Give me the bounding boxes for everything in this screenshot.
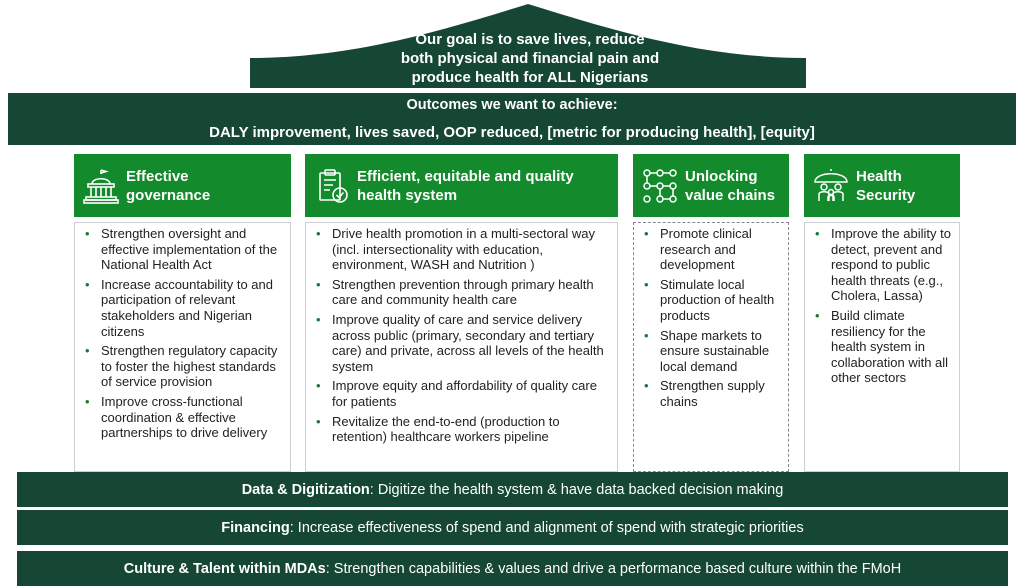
pillar-title-line: Health (856, 167, 902, 185)
enabler-data-digitization: Data & Digitization: Digitize the health… (17, 472, 1008, 507)
list-item: Increase accountability to and participa… (81, 277, 286, 339)
pillar-title-line: Unlocking (685, 167, 758, 185)
list-item: Shape markets to ensure sustainable loca… (640, 328, 784, 375)
outcomes-title: Outcomes we want to achieve: (406, 97, 618, 113)
enabler-label: Data & Digitization (241, 481, 370, 498)
outcomes-band: Outcomes we want to achieve: DALY improv… (8, 93, 1016, 145)
pillar-health-system-header: Efficient, equitable and quality health … (305, 154, 618, 217)
goal-roof (250, 4, 806, 88)
list-item: Improve the ability to detect, prevent a… (811, 226, 955, 304)
government-building-icon (82, 167, 120, 205)
list-item: Build climate resiliency for the health … (811, 308, 955, 386)
pillar-title-line: health system (357, 186, 458, 204)
clipboard-check-icon (313, 167, 351, 205)
enabler-label: Financing (221, 519, 290, 536)
pillar-health-security-header: Health Security (804, 154, 960, 217)
enabler-text: : Increase effectiveness of spend and al… (289, 519, 804, 536)
list-item: Stimulate local production of health pro… (640, 277, 784, 324)
people-umbrella-icon (812, 167, 850, 205)
pillar-value-chains-title: Unlocking value chains (685, 167, 775, 205)
goal-statement: Our goal is to save lives, reduce both p… (330, 30, 730, 87)
enabler-financing: Financing: Increase effectiveness of spe… (17, 510, 1008, 545)
list-item: Improve quality of care and service deli… (312, 312, 613, 374)
list-item: Drive health promotion in a multi-sector… (312, 226, 613, 273)
outcomes-text: DALY improvement, lives saved, OOP reduc… (209, 124, 815, 141)
pillar-health-system-title: Efficient, equitable and quality health … (357, 167, 574, 205)
pillar-governance-body: Strengthen oversight and effective imple… (74, 222, 291, 472)
list-item: Strengthen prevention through primary he… (312, 277, 613, 308)
enabler-label: Culture & Talent within MDAs (123, 560, 326, 577)
list-item: Improve cross-functional coordination & … (81, 394, 286, 441)
goal-line-3: produce health for ALL Nigerians (411, 69, 649, 86)
pillar-governance-title: Effective governance (126, 167, 210, 205)
pillar-value-chains-body: Promote clinical research and developmen… (633, 222, 789, 472)
pillar-health-system-body: Drive health promotion in a multi-sector… (305, 222, 618, 472)
list-item: Improve equity and affordability of qual… (312, 378, 613, 409)
pillar-health-security-title: Health Security (856, 167, 915, 205)
enabler-text: : Strengthen capabilities & values and d… (325, 560, 902, 577)
pillar-title-line: value chains (685, 186, 776, 204)
enabler-text: : Digitize the health system & have data… (369, 481, 784, 498)
network-nodes-icon (641, 167, 679, 205)
list-item: Promote clinical research and developmen… (640, 226, 784, 273)
pillar-title-line: governance (126, 186, 211, 204)
goal-line-1: Our goal is to save lives, reduce (415, 31, 645, 48)
list-item: Strengthen supply chains (640, 378, 784, 409)
list-item: Revitalize the end-to-end (production to… (312, 414, 613, 445)
goal-line-2: both physical and financial pain and (400, 50, 660, 67)
enabler-culture-talent: Culture & Talent within MDAs: Strengthen… (17, 551, 1008, 586)
list-item: Strengthen regulatory capacity to foster… (81, 343, 286, 390)
pillar-title-line: Security (856, 186, 916, 204)
pillar-health-security-body: Improve the ability to detect, prevent a… (804, 222, 960, 472)
pillar-title-line: Efficient, equitable and quality (357, 167, 574, 185)
list-item: Strengthen oversight and effective imple… (81, 226, 286, 273)
pillar-governance-header: Effective governance (74, 154, 291, 217)
pillar-value-chains-header: Unlocking value chains (633, 154, 789, 217)
pillar-title-line: Effective (126, 167, 189, 185)
